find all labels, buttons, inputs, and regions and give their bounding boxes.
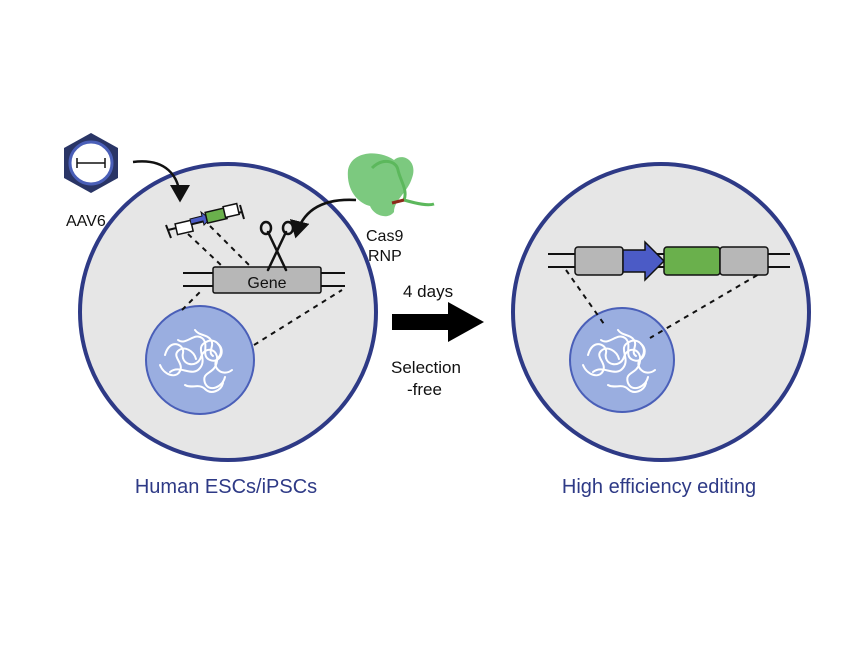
left-nucleus: [145, 305, 255, 415]
rnp-label: RNP: [368, 248, 402, 265]
chromatin-icon: [159, 329, 233, 393]
edited-blue-arrow: [622, 240, 666, 282]
cas9-label: Cas9: [366, 228, 403, 245]
right-nucleus: [569, 307, 675, 413]
gene-box: [212, 266, 322, 294]
donor-template: [165, 202, 245, 239]
cas9-rnp-icon: [347, 153, 435, 217]
edited-green-box: [663, 246, 721, 276]
scissors-icon: [259, 220, 295, 272]
gene-label: Gene: [247, 275, 286, 292]
right-cell: [511, 162, 811, 462]
chromatin-icon: [582, 329, 656, 393]
edited-right-arm: [719, 246, 769, 276]
gene-locus: Gene: [183, 266, 345, 294]
donor-right-arm: [222, 202, 241, 219]
aav6-label: AAV6: [66, 213, 106, 230]
aav-delivery-arrow: [132, 160, 190, 203]
selection-label: Selection: [391, 358, 461, 377]
right-caption: High efficiency editing: [562, 476, 756, 498]
aav6-capsid-icon: [64, 133, 118, 193]
left-caption: Human ESCs/iPSCs: [135, 476, 317, 498]
right-zoom-lines: [565, 269, 767, 339]
donor-to-gene-zoom: [187, 225, 251, 267]
nucleus-to-gene-zoom: [181, 289, 343, 346]
cas9-delivery-arrow: [289, 198, 357, 239]
free-label: -free: [407, 380, 442, 399]
donor-left-arm: [174, 219, 195, 236]
process-arrow: [392, 302, 484, 342]
duration-label: 4 days: [403, 282, 453, 301]
edited-left-arm: [574, 246, 624, 276]
edited-locus: [548, 240, 790, 282]
right-cell-membrane: [511, 162, 811, 462]
